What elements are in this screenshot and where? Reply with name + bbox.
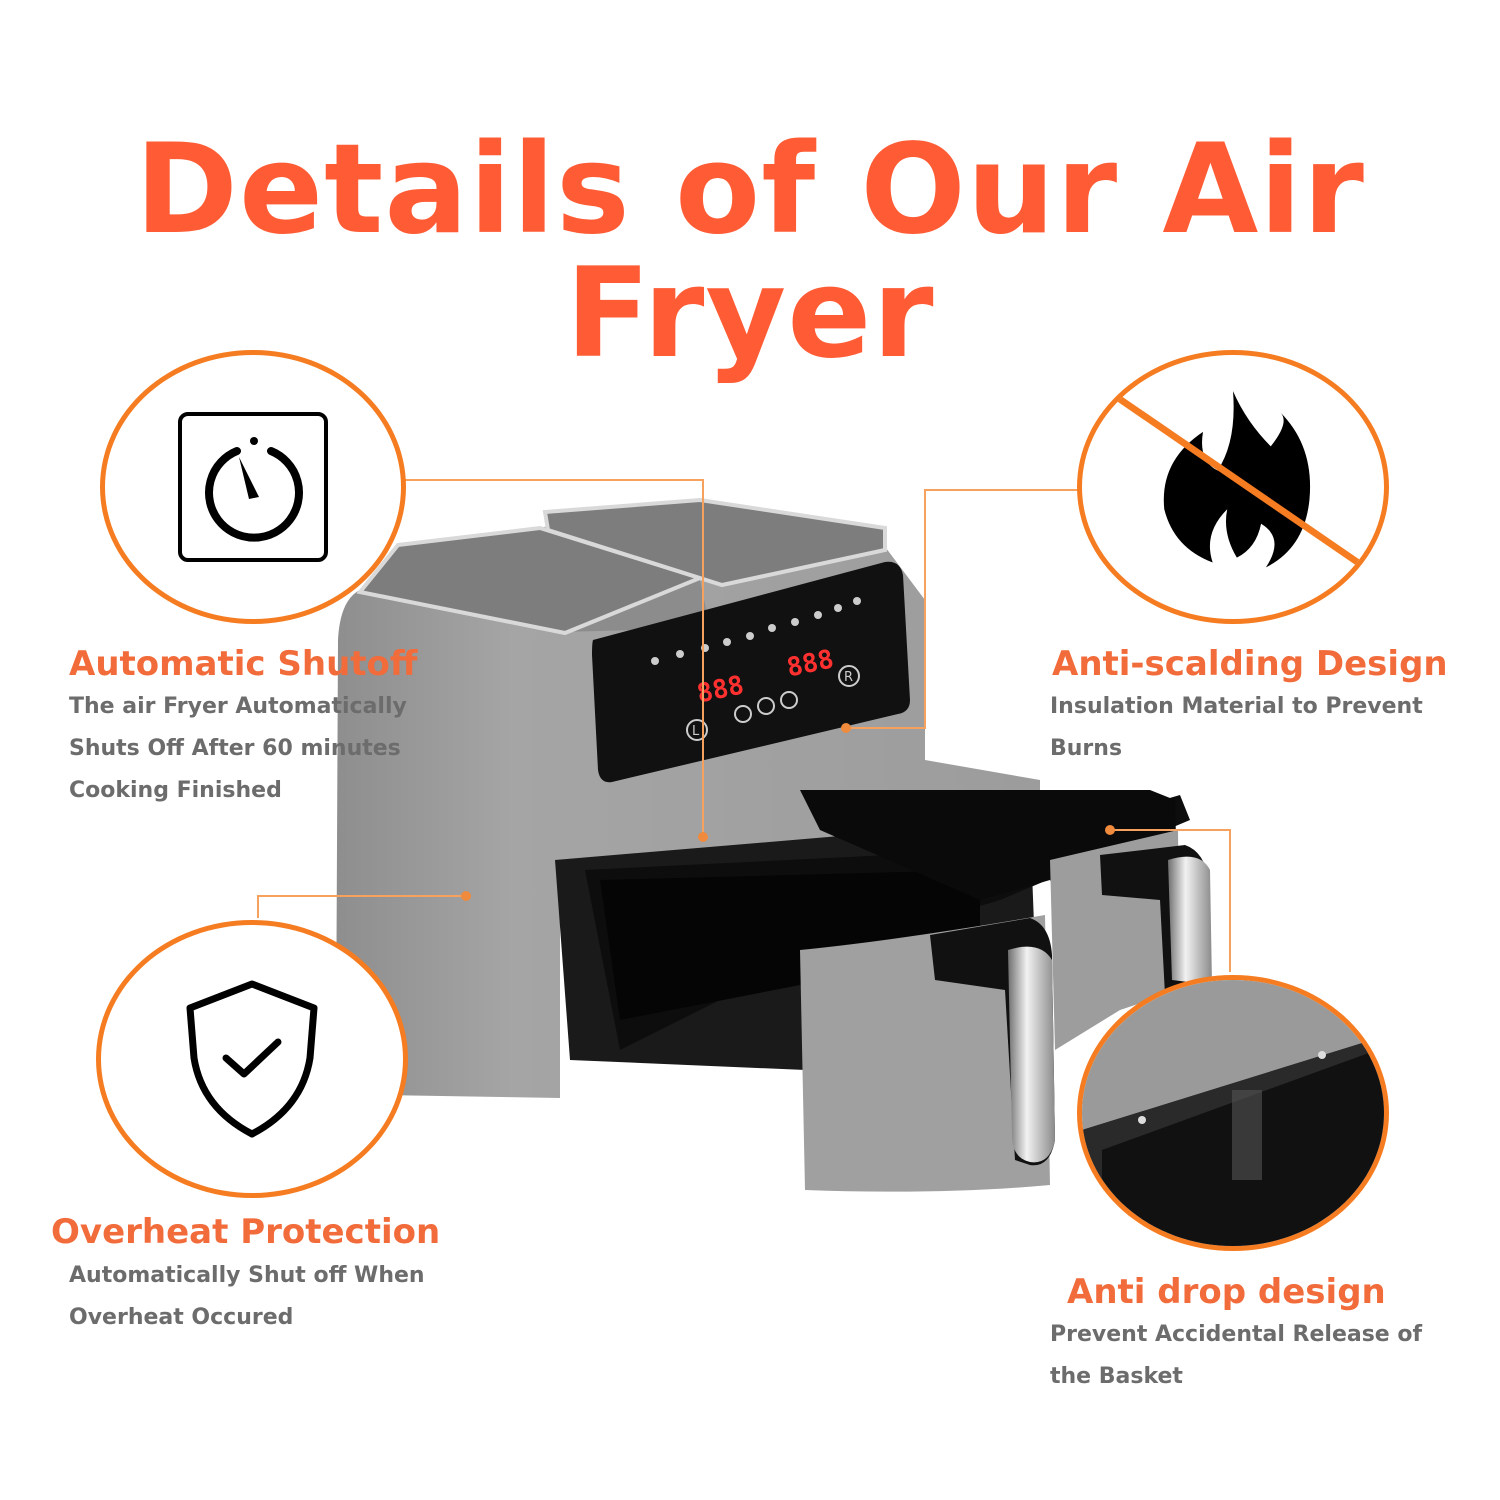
anti-drop-circle	[1077, 975, 1389, 1251]
page-title: Details of Our Air Fryer	[135, 118, 1365, 386]
left-zone-button: L	[692, 724, 700, 739]
shield-check-icon	[186, 980, 318, 1138]
no-flame-icon	[1109, 390, 1360, 568]
right-zone-button: R	[844, 670, 853, 685]
timer-icon	[178, 412, 328, 562]
feature-desc-automatic-shutoff: The air Fryer Automatically Shuts Off Af…	[69, 694, 407, 803]
overheat-protection-circle	[96, 920, 408, 1198]
feature-desc-overheat-protection: Automatically Shut off When Overheat Occ…	[69, 1263, 425, 1330]
basket-closeup	[1082, 980, 1384, 1246]
feature-heading-overheat-protection: Overheat Protection	[51, 1212, 441, 1252]
feature-heading-automatic-shutoff: Automatic Shutoff	[69, 644, 418, 684]
anti-scalding-circle	[1077, 350, 1389, 624]
feature-desc-anti-drop: Prevent Accidental Release of the Basket	[1050, 1322, 1423, 1389]
feature-heading-anti-drop: Anti drop design	[1067, 1272, 1386, 1312]
feature-desc-anti-scalding: Insulation Material to Prevent Burns	[1050, 694, 1423, 761]
feature-heading-anti-scalding: Anti-scalding Design	[1052, 644, 1448, 684]
automatic-shutoff-circle	[100, 350, 406, 624]
